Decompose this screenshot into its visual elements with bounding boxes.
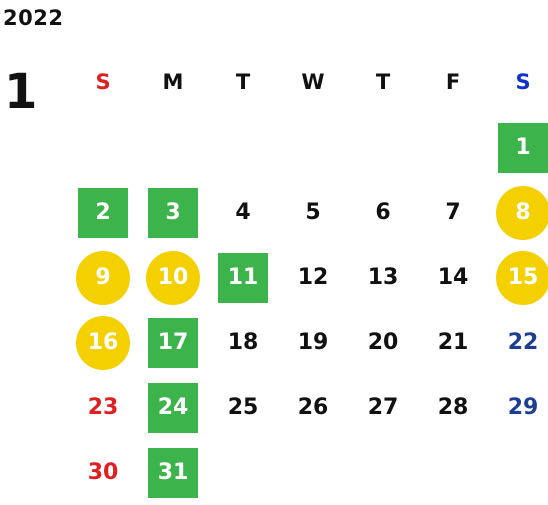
day-number: 26 [297,394,329,420]
day-cell[interactable]: 12 [278,245,348,310]
day-number: 30 [87,459,119,485]
weekday-header: S M T W T F S [68,62,548,102]
day-cell[interactable]: 16 [68,310,138,375]
day-cell[interactable]: 15 [488,245,548,310]
day-cell[interactable]: 30 [68,440,138,505]
day-number: 7 [445,199,461,225]
day-cell[interactable]: 21 [418,310,488,375]
day-cell[interactable]: 6 [348,180,418,245]
day-number: 12 [297,264,329,290]
day-cell[interactable]: 8 [488,180,548,245]
day-number: 15 [496,250,548,305]
day-number: 20 [367,329,399,355]
day-cell[interactable]: 4 [208,180,278,245]
day-cell[interactable]: 31 [138,440,208,505]
weekday-sunday: S [95,70,111,94]
day-cell[interactable]: 1 [488,115,548,180]
day-number: 1 [498,122,548,173]
day-number: 25 [227,394,259,420]
day-cell[interactable]: 25 [208,375,278,440]
day-cell[interactable]: 24 [138,375,208,440]
day-number: 5 [305,199,321,225]
day-cell[interactable]: 7 [418,180,488,245]
day-cell[interactable]: 26 [278,375,348,440]
weekday-thursday: T [375,70,391,94]
day-number: 2 [78,187,128,238]
day-number: 28 [437,394,469,420]
day-number: 10 [146,250,200,305]
day-cell[interactable]: 9 [68,245,138,310]
day-number: 18 [227,329,259,355]
day-number: 27 [367,394,399,420]
day-number: 21 [437,329,469,355]
day-cell[interactable]: 19 [278,310,348,375]
day-cell[interactable]: 11 [208,245,278,310]
day-number: 23 [87,394,119,420]
day-cell[interactable]: 18 [208,310,278,375]
day-number: 16 [76,315,130,370]
weekday-wednesday: W [301,70,325,94]
weekday-monday: M [162,70,184,94]
day-number: 19 [297,329,329,355]
calendar-month: 1 [4,64,38,120]
day-cell[interactable]: 14 [418,245,488,310]
day-number: 17 [148,317,198,368]
day-cell[interactable]: 5 [278,180,348,245]
day-cell[interactable]: 13 [348,245,418,310]
day-cell[interactable]: 27 [348,375,418,440]
day-cell[interactable]: 23 [68,375,138,440]
day-cell[interactable]: 28 [418,375,488,440]
day-number: 29 [507,394,539,420]
day-number: 31 [148,447,198,498]
day-number: 11 [218,252,268,303]
day-number: 22 [507,329,539,355]
day-cell[interactable]: 17 [138,310,208,375]
day-cell[interactable]: 10 [138,245,208,310]
day-number: 9 [76,250,130,305]
calendar-year: 2022 [3,6,64,30]
day-cell[interactable]: 2 [68,180,138,245]
day-number: 6 [375,199,391,225]
day-number: 4 [235,199,251,225]
day-number: 14 [437,264,469,290]
day-number: 3 [148,187,198,238]
weekday-saturday: S [515,70,531,94]
day-number: 8 [496,185,548,240]
day-number: 24 [148,382,198,433]
day-cell[interactable]: 22 [488,310,548,375]
weekday-friday: F [445,70,461,94]
day-number: 13 [367,264,399,290]
day-cell[interactable]: 20 [348,310,418,375]
day-cell[interactable]: 3 [138,180,208,245]
weekday-tuesday: T [235,70,251,94]
day-cell[interactable]: 29 [488,375,548,440]
